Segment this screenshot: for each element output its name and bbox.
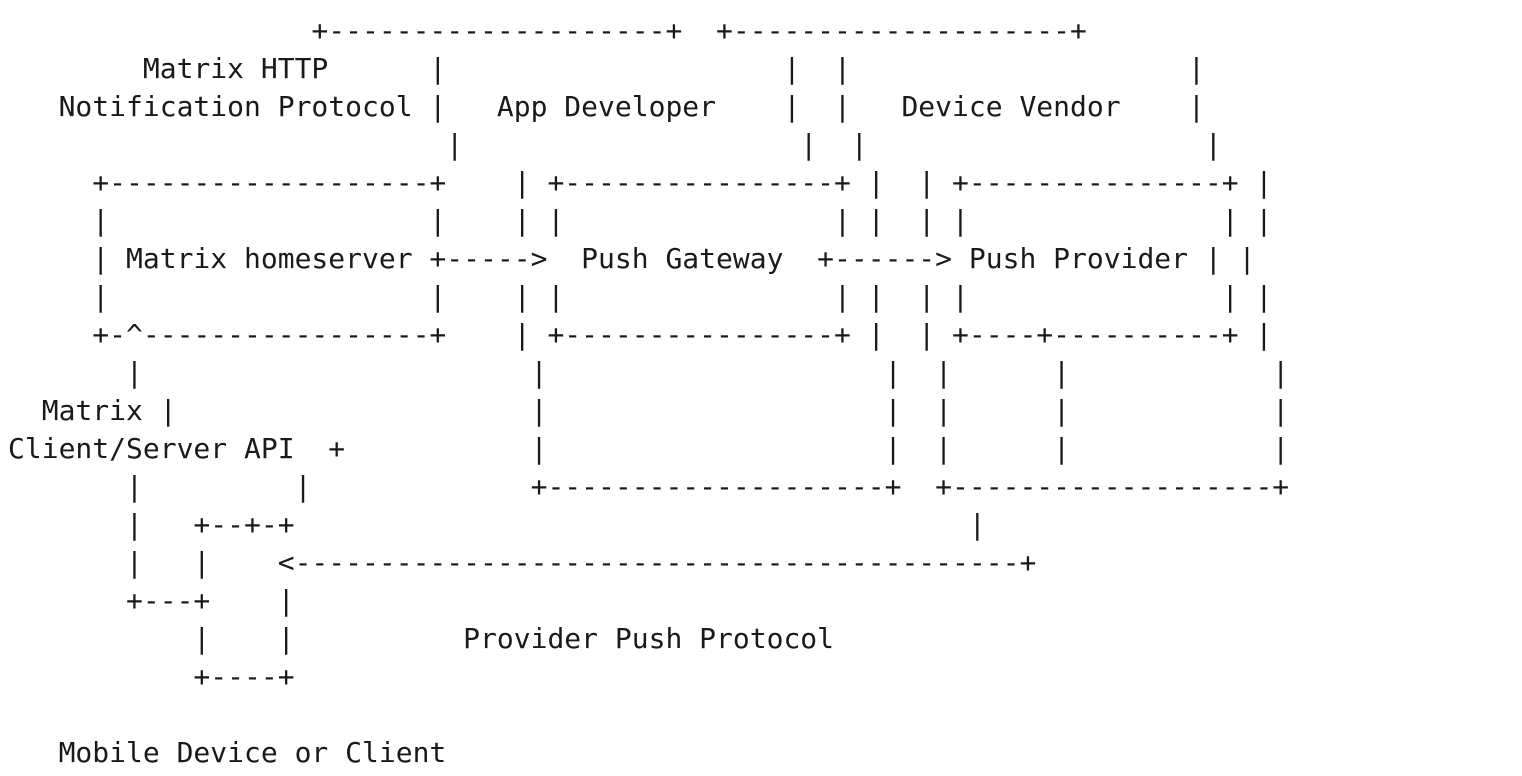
push-architecture-diagram: +--------------------+ +----------------…: [8, 12, 1518, 772]
diagram-line: | | <-----------------------------------…: [8, 546, 1037, 579]
diagram-line: Matrix HTTP | | | |: [8, 52, 1205, 85]
diagram-line: | Matrix homeserver +-----> Push Gateway…: [8, 242, 1256, 275]
diagram-line: | | +--------------------+ +------------…: [8, 470, 1290, 503]
diagram-line: Notification Protocol | App Developer | …: [8, 90, 1205, 123]
diagram-line: | | | | | | | | | |: [8, 280, 1273, 313]
diagram-line: Mobile Device or Client: [8, 736, 447, 769]
diagram-line: Client/Server API + | | | | |: [8, 432, 1290, 465]
diagram-line: | | | | | |: [8, 356, 1290, 389]
diagram-line: [8, 696, 1518, 734]
diagram-line: +---+ |: [8, 584, 295, 617]
diagram-line: Matrix | | | | | |: [8, 394, 1290, 427]
diagram-line: | +--+-+ |: [8, 508, 986, 541]
diagram-line: | | Provider Push Protocol: [8, 622, 835, 655]
diagram-line: +-^-----------------+ | +---------------…: [8, 318, 1273, 351]
diagram-line: | | | |: [8, 128, 1222, 161]
diagram-line: | | | | | | | | | |: [8, 204, 1273, 237]
diagram-line: +--------------------+ +----------------…: [8, 14, 1087, 47]
diagram-line: +----+: [8, 660, 295, 693]
diagram-line: +-------------------+ | +---------------…: [8, 166, 1273, 199]
